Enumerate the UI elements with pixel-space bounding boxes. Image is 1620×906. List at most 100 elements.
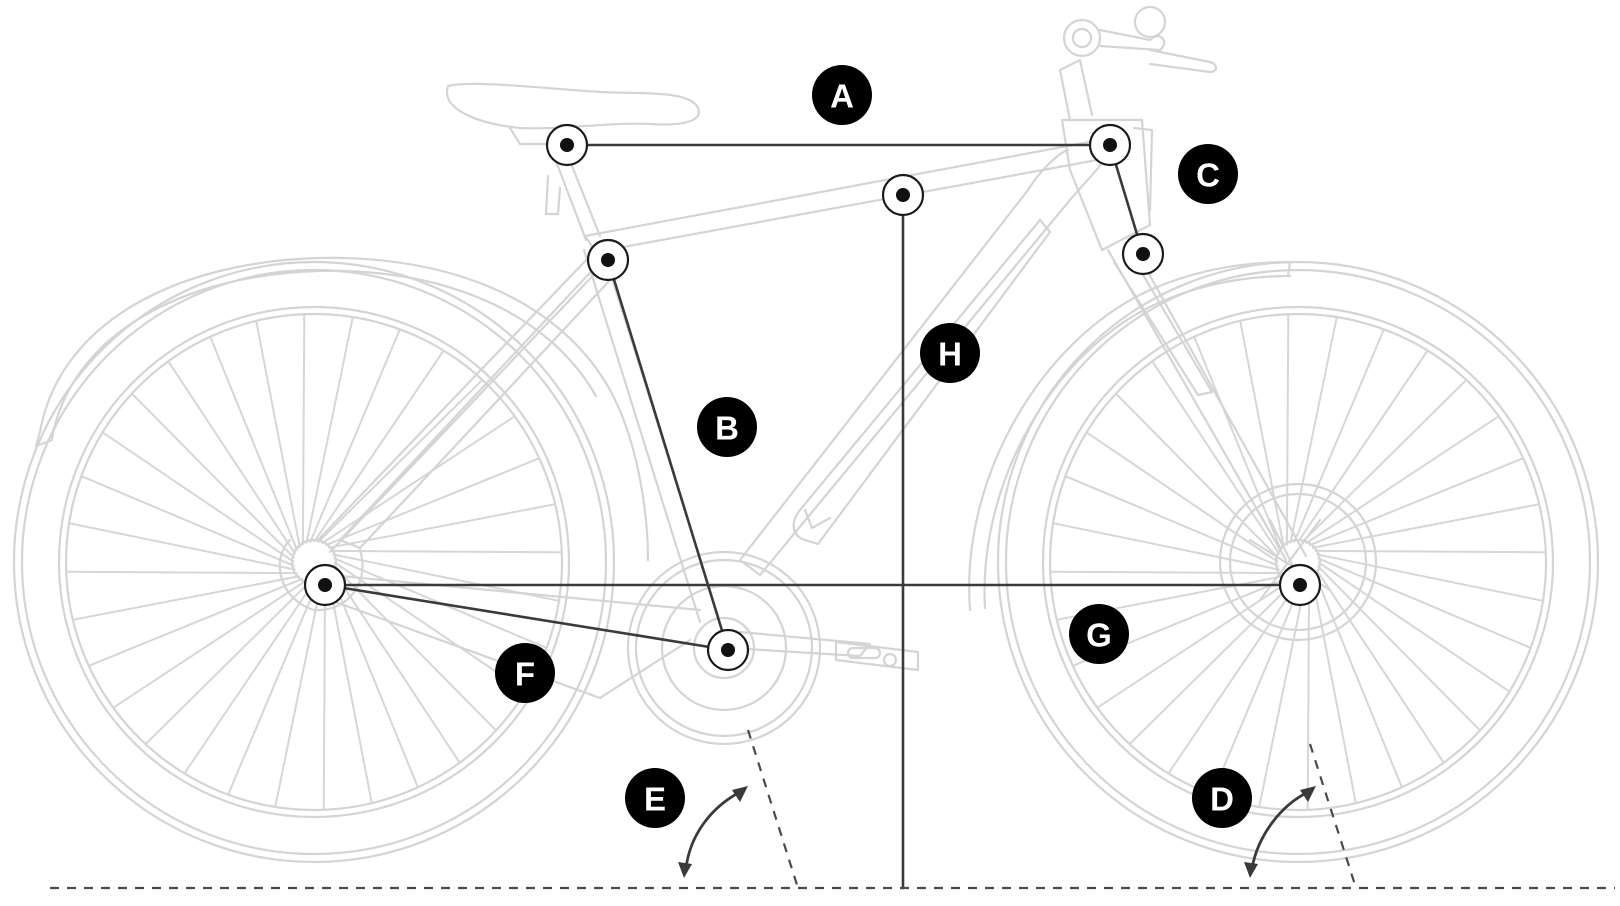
spoke (309, 328, 401, 543)
spoke (1317, 561, 1510, 693)
fork (1106, 238, 1308, 562)
spoke (321, 415, 516, 545)
spoke (167, 360, 297, 555)
spoke (1050, 570, 1282, 575)
brake-lever (1148, 48, 1218, 74)
spoke (324, 457, 540, 547)
spoke (66, 570, 298, 575)
arrowhead-icon (678, 862, 692, 878)
spoke (1297, 350, 1429, 543)
spoke (1311, 575, 1357, 804)
line-f (323, 583, 730, 652)
front-wheel-spokes (1050, 314, 1546, 810)
spoke (1128, 580, 1295, 745)
spoke (72, 575, 301, 621)
rear-fender-inner (50, 269, 598, 440)
rear-fender (38, 256, 650, 562)
spoke (227, 581, 319, 796)
front-wheel (996, 260, 1600, 864)
spoke (1193, 336, 1283, 552)
label-h-text: H (938, 336, 962, 373)
node-seat-tube-top (586, 238, 630, 282)
spoke (301, 314, 306, 546)
spoke (329, 572, 419, 788)
arrowhead-icon (732, 786, 748, 802)
spoke (183, 581, 315, 774)
spoke (305, 316, 354, 544)
node-head-top (1088, 123, 1132, 167)
top-tube (583, 138, 1110, 254)
spoke (1316, 553, 1544, 602)
spoke (102, 431, 295, 563)
rear-dropout (278, 538, 364, 612)
stem (1058, 58, 1094, 122)
label-badge-a: A (812, 65, 872, 125)
seat-angle-arc (678, 786, 748, 878)
spoke (317, 379, 484, 544)
spoke (131, 392, 296, 559)
spoke (1115, 392, 1280, 559)
spoke (1086, 431, 1279, 563)
spoke (1315, 569, 1445, 764)
spoke (80, 475, 295, 567)
pedal (834, 640, 920, 672)
rear-wheel (12, 260, 616, 864)
spoke (1167, 581, 1299, 774)
spoke (274, 580, 323, 808)
spoke (112, 579, 307, 709)
node-stack-top (881, 173, 925, 217)
head-tube (1060, 118, 1152, 252)
label-badge-e: E (625, 768, 685, 828)
head-angle-line (1308, 743, 1358, 889)
spoke (255, 320, 301, 549)
spoke (1239, 320, 1285, 549)
spoke (144, 580, 311, 745)
arrowhead-icon (1300, 786, 1316, 802)
label-badge-c: C (1178, 144, 1238, 204)
spoke (1311, 503, 1540, 549)
front-fender (968, 260, 1292, 612)
spoke (1096, 579, 1291, 709)
spoke (68, 522, 296, 571)
label-badge-g: G (1069, 604, 1129, 664)
label-c-text: C (1196, 157, 1220, 194)
node-rear-axle (303, 563, 347, 607)
spoke (1285, 314, 1290, 546)
spoke (1211, 581, 1303, 796)
measurement-nodes (303, 123, 1322, 672)
handlebar (1098, 28, 1166, 52)
label-badge-b: B (697, 397, 757, 457)
spoke (322, 578, 327, 810)
label-g-text: G (1086, 617, 1112, 654)
spoke (209, 336, 299, 552)
spoke (1306, 578, 1311, 810)
label-f-text: F (515, 656, 535, 693)
spoke (1313, 572, 1403, 788)
spoke (327, 575, 373, 804)
battery (792, 218, 1052, 546)
spoke (1289, 316, 1338, 544)
node-front-axle (1278, 563, 1322, 607)
node-head-bottom (1121, 232, 1165, 276)
spoke (332, 565, 497, 732)
spoke (1258, 580, 1307, 808)
spoke (1314, 549, 1546, 554)
spoke (1308, 457, 1524, 547)
spoke (313, 350, 445, 543)
seat-angle-line (746, 729, 800, 889)
line-b (606, 258, 730, 652)
label-badge-h: H (920, 323, 980, 383)
spoke (333, 561, 526, 693)
spoke (1293, 328, 1385, 543)
label-e-text: E (644, 781, 666, 818)
label-d-text: D (1210, 781, 1234, 818)
spoke (1305, 415, 1500, 545)
bike-illustration (12, 5, 1600, 864)
spoke (331, 569, 461, 764)
spoke (1151, 360, 1281, 555)
label-badge-f: F (495, 643, 555, 703)
spoke (1317, 557, 1532, 649)
spoke (330, 549, 562, 554)
down-tube (738, 148, 1102, 577)
